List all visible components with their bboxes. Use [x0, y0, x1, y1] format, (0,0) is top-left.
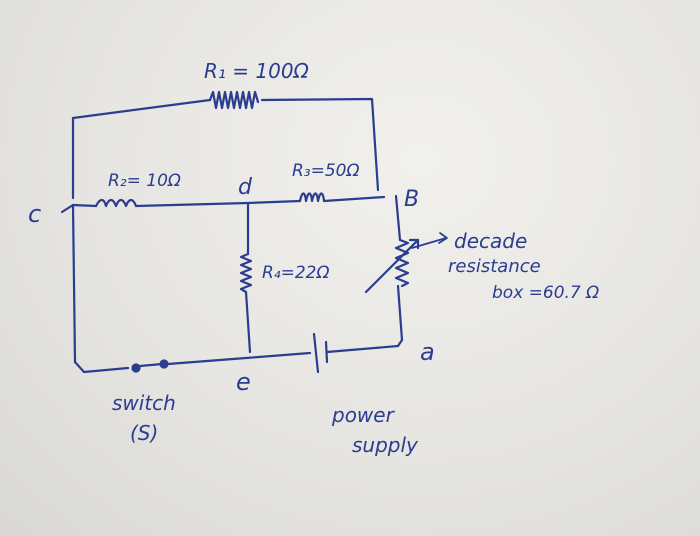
- label-arrow: [411, 232, 448, 249]
- decade-label-line1: decade: [454, 229, 527, 253]
- r1-label: R₁ = 100Ω: [204, 59, 310, 83]
- resistor-r1: [208, 90, 260, 110]
- mid-wire-right: [322, 195, 386, 203]
- right-wire-top: [394, 194, 402, 242]
- decade-label-line2: resistance: [448, 256, 541, 277]
- node-d-label: d: [238, 175, 253, 200]
- top-wire: [71, 98, 212, 200]
- node-b-label: B: [404, 187, 419, 212]
- switch-label-line2: (S): [130, 421, 158, 445]
- switch-label-line1: switch: [112, 391, 176, 415]
- r3-label: R₃=50Ω: [292, 161, 360, 181]
- decade-label-line3: box =60.7 Ω: [492, 283, 599, 303]
- mid-wire-center: [134, 199, 302, 208]
- decade-arrow-line: [364, 238, 420, 294]
- node-a-label: a: [420, 338, 435, 366]
- resistor-r3: [298, 192, 326, 203]
- decade-arrow-head: [408, 238, 420, 250]
- switch-contact-right: [159, 359, 169, 369]
- node-c-label: c: [28, 200, 41, 228]
- right-wire-bottom: [396, 284, 404, 348]
- decade-resistor: [394, 238, 410, 288]
- r4-label: R₄=22Ω: [262, 263, 330, 283]
- r2-label: R₂= 10Ω: [108, 171, 181, 191]
- mid-wire-left: [60, 203, 98, 214]
- switch-blade: [138, 362, 164, 368]
- bottom-wire-left: [73, 360, 130, 374]
- resistor-r2: [94, 198, 138, 208]
- switch-contact-left: [131, 363, 141, 373]
- top-wire-right: [260, 97, 380, 192]
- battery-plate-long: [312, 332, 320, 374]
- left-wire: [71, 203, 77, 364]
- center-wire-bottom: [244, 290, 252, 354]
- supply-label-line1: power: [331, 403, 396, 427]
- supply-label-line2: supply: [352, 433, 419, 457]
- bottom-wire-mid: [166, 351, 312, 366]
- bottom-wire-right: [325, 344, 400, 354]
- node-e-label: e: [236, 368, 251, 396]
- resistor-r4: [239, 252, 253, 294]
